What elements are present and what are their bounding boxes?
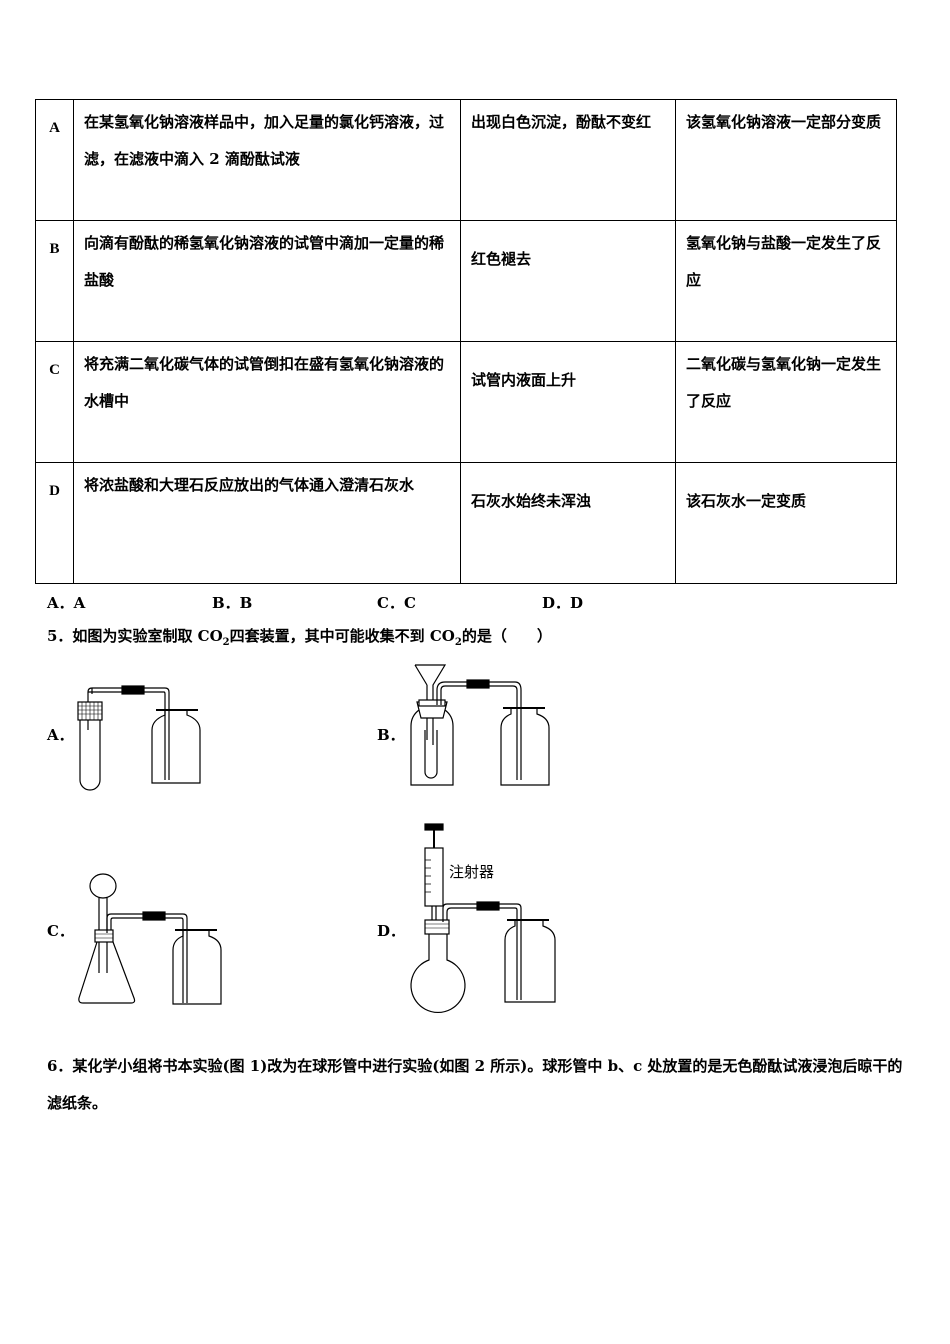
experiment-table: A 在某氢氧化钠溶液样品中，加入足量的氯化钙溶液，过滤，在滤液中滴入 2 滴酚酞… [35, 99, 897, 584]
conclusion-cell: 二氧化碳与氢氧化钠一定发生了反应 [675, 341, 897, 463]
apparatus-a-diagram [77, 685, 201, 791]
apparatus-label-b: B． [377, 726, 405, 744]
phenomenon-cell: 试管内液面上升 [460, 341, 676, 463]
apparatus-label-d: D． [377, 922, 406, 940]
row-label: B [35, 220, 74, 342]
operation-cell: 向滴有酚酞的稀氢氧化钠溶液的试管中滴加一定量的稀盐酸 [73, 220, 461, 342]
table-row: D 将浓盐酸和大理石反应放出的气体通入澄清石灰水 石灰水始终未浑浊 该石灰水一定… [35, 462, 897, 584]
operation-cell: 将充满二氧化碳气体的试管倒扣在盛有氢氧化钠溶液的水槽中 [73, 341, 461, 463]
conclusion-cell: 氢氧化钠与盐酸一定发生了反应 [675, 220, 897, 342]
row-label: A [35, 99, 74, 221]
apparatus-b-diagram [410, 664, 550, 786]
option-c[interactable]: C．C [377, 594, 416, 612]
apparatus-label-a: A． [47, 726, 74, 744]
table-row: B 向滴有酚酞的稀氢氧化钠溶液的试管中滴加一定量的稀盐酸 红色褪去 氢氧化钠与盐… [35, 220, 897, 342]
row-label: C [35, 341, 74, 463]
option-b[interactable]: B．B [212, 594, 253, 612]
phenomenon-cell: 出现白色沉淀，酚酞不变红 [460, 99, 676, 221]
syringe-label: 注射器 [449, 863, 494, 881]
question-5: 5．如图为实验室制取 CO2四套装置，其中可能收集不到 CO2的是（ ） [47, 627, 552, 648]
question-6: 6．某化学小组将书本实验(图 1)改为在球形管中进行实验(如图 2 所示)。球形… [47, 1057, 903, 1112]
phenomenon-cell: 石灰水始终未浑浊 [460, 462, 676, 584]
phenomenon-cell: 红色褪去 [460, 220, 676, 342]
table-row: A 在某氢氧化钠溶液样品中，加入足量的氯化钙溶液，过滤，在滤液中滴入 2 滴酚酞… [35, 99, 897, 221]
option-a[interactable]: A．A [47, 594, 86, 612]
table-row: C 将充满二氧化碳气体的试管倒扣在盛有氢氧化钠溶液的水槽中 试管内液面上升 二氧… [35, 341, 897, 463]
apparatus-label-c: C． [47, 922, 74, 940]
conclusion-cell: 该氢氧化钠溶液一定部分变质 [675, 99, 897, 221]
q4-options: A．A B．B C．C D．D [47, 592, 897, 612]
apparatus-c-diagram [78, 873, 222, 1005]
option-d[interactable]: D．D [542, 594, 584, 612]
conclusion-cell: 该石灰水一定变质 [675, 462, 897, 584]
operation-cell: 在某氢氧化钠溶液样品中，加入足量的氯化钙溶液，过滤，在滤液中滴入 2 滴酚酞试液 [73, 99, 461, 221]
apparatus-d-diagram: 注射器 [410, 823, 556, 1013]
operation-cell: 将浓盐酸和大理石反应放出的气体通入澄清石灰水 [73, 462, 461, 584]
row-label: D [35, 462, 74, 584]
